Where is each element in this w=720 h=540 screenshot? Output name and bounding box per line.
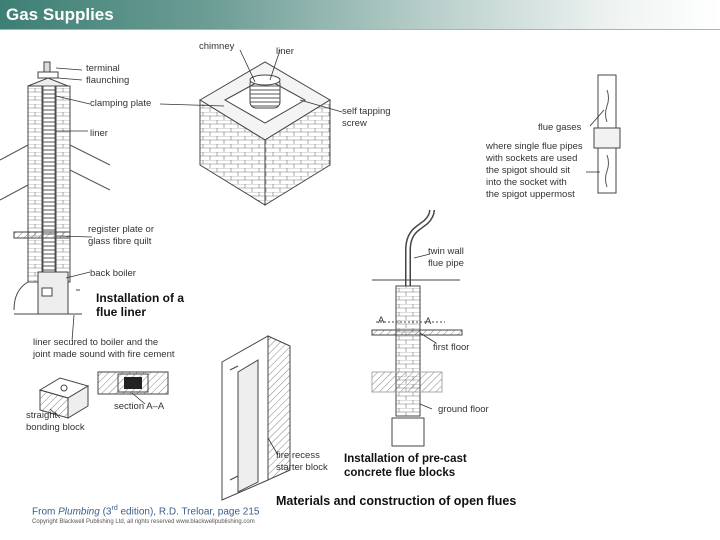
label-fire-recess: fire recess starter block [276,450,328,473]
label-clamping-plate: clamping plate [90,98,152,109]
copyright-notice: Copyright Blackwell Publishing Ltd, all … [32,519,255,525]
label-flue-gases: flue gases [538,122,582,133]
label-a-right: A [425,316,432,327]
chimney-top-drawing [199,61,331,206]
bonding-block-drawing [38,377,90,419]
label-socket-note: where single flue pipes with sockets are… [486,141,583,200]
label-self-tapping-screw: self tapping screw [342,106,391,129]
chimney-stack-drawing [0,61,111,315]
title-underline [0,29,720,30]
label-liner-secured: liner secured to boiler and the joint ma… [33,337,175,360]
label-a-left: A [378,315,385,326]
source-edition-sup: rd [111,505,118,512]
label-terminal: terminal flaunching [86,63,130,86]
label-register-plate: register plate or glass fibre quilt [88,224,155,247]
caption-materials: Materials and construction of open flues [276,494,517,508]
source-prefix: From [32,506,59,518]
label-section-a-a: section A–A [114,401,165,412]
caption-installation-precast: Installation of pre-cast concrete flue b… [344,453,467,479]
source-edition: (3 [99,506,112,518]
source-rest: edition), R.D. Treloar, page 215 [117,506,260,518]
fire-recess-block-drawing [221,335,291,501]
label-chimney: chimney [199,41,235,52]
source-citation: From Plumbing (3rd edition), R.D. Treloa… [32,505,259,517]
source-book: Plumbing [58,506,100,518]
label-first-floor: first floor [433,342,470,353]
label-liner-left: liner [90,128,108,139]
precast-flue-drawing [371,209,463,447]
page-title: Gas Supplies [6,5,114,24]
caption-installation-liner: Installation of a flue liner [96,291,185,319]
label-liner-top: liner [276,46,294,57]
label-ground-floor: ground floor [438,404,489,415]
leader-lines [49,49,605,456]
title-bar: Gas Supplies [0,0,720,30]
label-back-boiler: back boiler [90,268,136,279]
section-a-a-drawing [97,371,169,395]
label-straight-block: straight bonding block [26,410,85,433]
flue-socket-drawing [593,74,621,194]
label-twin-wall: twin wall flue pipe [428,246,464,269]
